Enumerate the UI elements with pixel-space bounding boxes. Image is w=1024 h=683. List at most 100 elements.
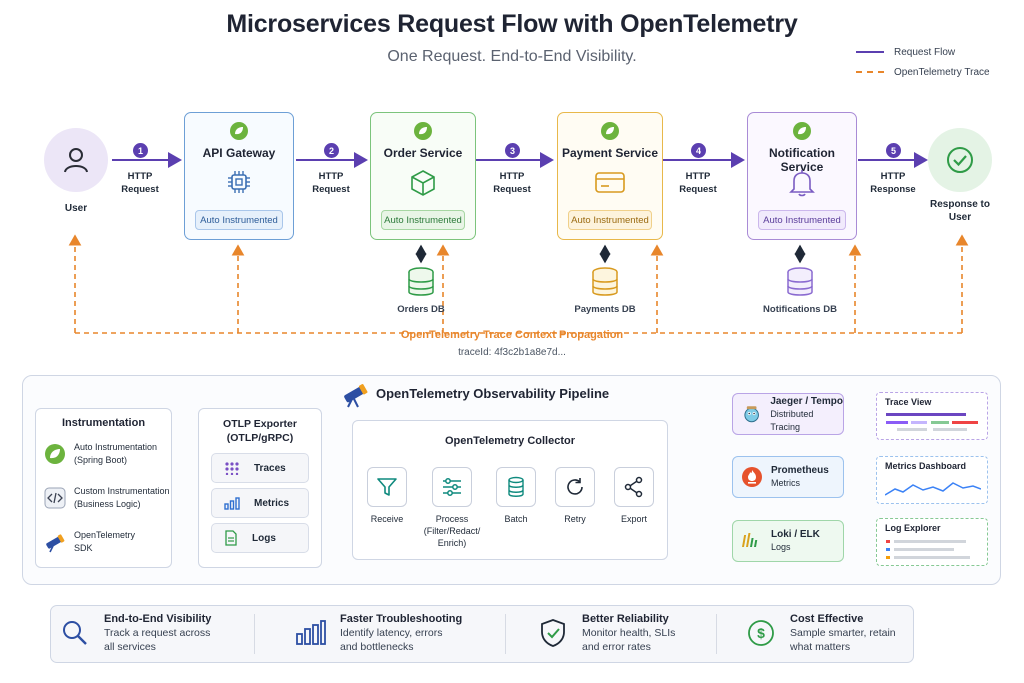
step-number-1: 1 <box>133 143 148 158</box>
divider <box>505 614 506 654</box>
inst-auto-label: Auto Instrumentation (Spring Boot) <box>74 442 158 465</box>
trace-span-bar <box>886 421 908 424</box>
retry-label: Retry <box>564 514 586 524</box>
auto-instrumented-badge: Auto Instrumented <box>758 210 846 230</box>
export-stage <box>614 467 654 507</box>
legend-request-flow: Request Flow <box>856 42 1016 62</box>
jaeger-tempo-name: Jaeger / Tempo <box>770 395 843 407</box>
receive-stage <box>367 467 407 507</box>
jaeger-tempo-desc: Distributed Tracing <box>770 408 814 432</box>
benefit-cost-text: Cost Effective Sample smarter, retain wh… <box>790 612 896 654</box>
benefit-visibility-text: End-to-End Visibility Track a request ac… <box>104 612 211 654</box>
step-label-3: HTTP Request <box>493 171 531 195</box>
benefit-troubleshooting-desc: Identify latency, errors and bottlenecks <box>340 627 443 653</box>
payments-db-label: Payments DB <box>574 304 636 315</box>
document-icon <box>225 530 237 546</box>
spring-leaf-icon <box>230 122 248 140</box>
signal-metrics: Metrics <box>211 488 309 518</box>
notifications-db-label: Notifications DB <box>763 304 837 315</box>
api-gateway-service: API Gateway Auto Instrumented <box>184 112 294 240</box>
receive-label: Receive <box>370 514 404 524</box>
process-stage <box>432 467 472 507</box>
trace-view-panel[interactable]: Trace View <box>876 392 988 440</box>
signal-logs: Logs <box>211 523 309 553</box>
jaeger-tempo-backend: Jaeger / Tempo Distributed Tracing <box>732 393 844 435</box>
sliders-icon <box>443 478 461 496</box>
payment-service: Payment Service Auto Instrumented <box>557 112 663 240</box>
legend: Request Flow OpenTelemetry Trace <box>856 42 1016 82</box>
spring-leaf-icon <box>793 122 811 140</box>
log-level-marker <box>886 540 890 543</box>
legend-request-flow-label: Request Flow <box>894 46 956 58</box>
solid-line-swatch <box>856 51 884 53</box>
benefit-visibility-title: End-to-End Visibility <box>104 613 212 625</box>
user-node <box>44 128 108 192</box>
orders-db-label: Orders DB <box>397 304 445 315</box>
user-label: User <box>64 203 88 214</box>
legend-otel-trace: OpenTelemetry Trace <box>856 62 1016 82</box>
instrumentation-card: Instrumentation Auto Instrumentation (Sp… <box>35 408 172 568</box>
metrics-dashboard-panel[interactable]: Metrics Dashboard <box>876 456 988 504</box>
retry-icon <box>567 478 583 495</box>
otlp-exporter-card: OTLP Exporter (OTLP/gRPC) Traces Metrics… <box>198 408 322 568</box>
prometheus-text: Prometheus Metrics <box>771 464 829 490</box>
notifications-database-icon <box>787 267 813 296</box>
inst-auto: Auto Instrumentation (Spring Boot) <box>44 441 157 467</box>
log-explorer-title: Log Explorer <box>885 523 941 533</box>
loki-elk-name: Loki / ELK <box>771 529 820 540</box>
prometheus-backend: Prometheus Metrics <box>732 456 844 498</box>
step-label-1: HTTP Request <box>121 171 159 195</box>
notification-service-title: Notification Service <box>769 146 835 174</box>
orders-database-icon <box>408 267 434 296</box>
credit-card-icon <box>595 172 625 193</box>
step-label-5: HTTP Response <box>870 171 916 195</box>
step-number-2: 2 <box>324 143 339 158</box>
pipeline-title: OpenTelemetry Observability Pipeline <box>376 386 610 401</box>
order-service-title: Order Service <box>383 146 463 160</box>
benefit-visibility: End-to-End Visibility Track a request ac… <box>60 612 211 654</box>
spring-leaf-icon <box>414 122 432 140</box>
trace-span-bar <box>911 421 927 424</box>
benefit-troubleshooting-title: Faster Troubleshooting <box>340 613 463 625</box>
instrumentation-title: Instrumentation <box>61 417 146 429</box>
benefit-visibility-desc: Track a request across all services <box>104 627 211 653</box>
step-number-4: 4 <box>691 143 706 158</box>
retry-stage <box>555 467 595 507</box>
payment-service-title: Payment Service <box>561 146 659 160</box>
jaeger-tempo-text: Jaeger / Tempo Distributed Tracing <box>770 395 843 434</box>
loki-elk-text: Loki / ELK Logs <box>771 528 820 554</box>
dashed-line-swatch <box>856 71 884 73</box>
log-level-marker <box>886 556 890 559</box>
loki-elk-backend: Loki / ELK Logs <box>732 520 844 562</box>
check-circle-icon <box>947 147 973 173</box>
bell-icon <box>789 170 815 197</box>
process-label: Process (Filter/Redact/ Enrich) <box>423 514 481 548</box>
metrics-dashboard-title: Metrics Dashboard <box>885 461 967 471</box>
step-number-3: 3 <box>505 143 520 158</box>
telescope-icon <box>46 534 65 553</box>
benefits-bar <box>50 605 914 663</box>
benefit-troubleshooting-text: Faster Troubleshooting Identify latency,… <box>340 612 462 654</box>
batch-label: Batch <box>504 514 528 524</box>
inst-custom-label: Custom Instrumentation (Business Logic) <box>74 486 170 509</box>
dots-grid-icon <box>225 462 239 475</box>
bar-chart-icon <box>296 620 326 645</box>
batch-stage <box>496 467 536 507</box>
box-icon <box>411 170 435 196</box>
prometheus-desc: Metrics <box>771 478 800 488</box>
telescope-icon <box>344 384 368 408</box>
inst-sdk: OpenTelemetry SDK <box>44 529 135 555</box>
dollar-icon: $ <box>748 620 774 646</box>
log-line <box>894 540 966 543</box>
inst-custom: Custom Instrumentation (Business Logic) <box>44 485 170 511</box>
benefit-cost-title: Cost Effective <box>790 613 864 625</box>
trace-span-bar <box>931 421 949 424</box>
benefit-cost: $ Cost Effective Sample smarter, retain … <box>746 612 896 654</box>
loki-elk-desc: Logs <box>771 542 791 552</box>
log-explorer-panel[interactable]: Log Explorer <box>876 518 988 566</box>
log-line <box>894 548 954 551</box>
svg-text:$: $ <box>757 625 765 641</box>
divider <box>254 614 255 654</box>
api-gateway-title: API Gateway <box>202 146 276 160</box>
log-line <box>894 556 970 559</box>
